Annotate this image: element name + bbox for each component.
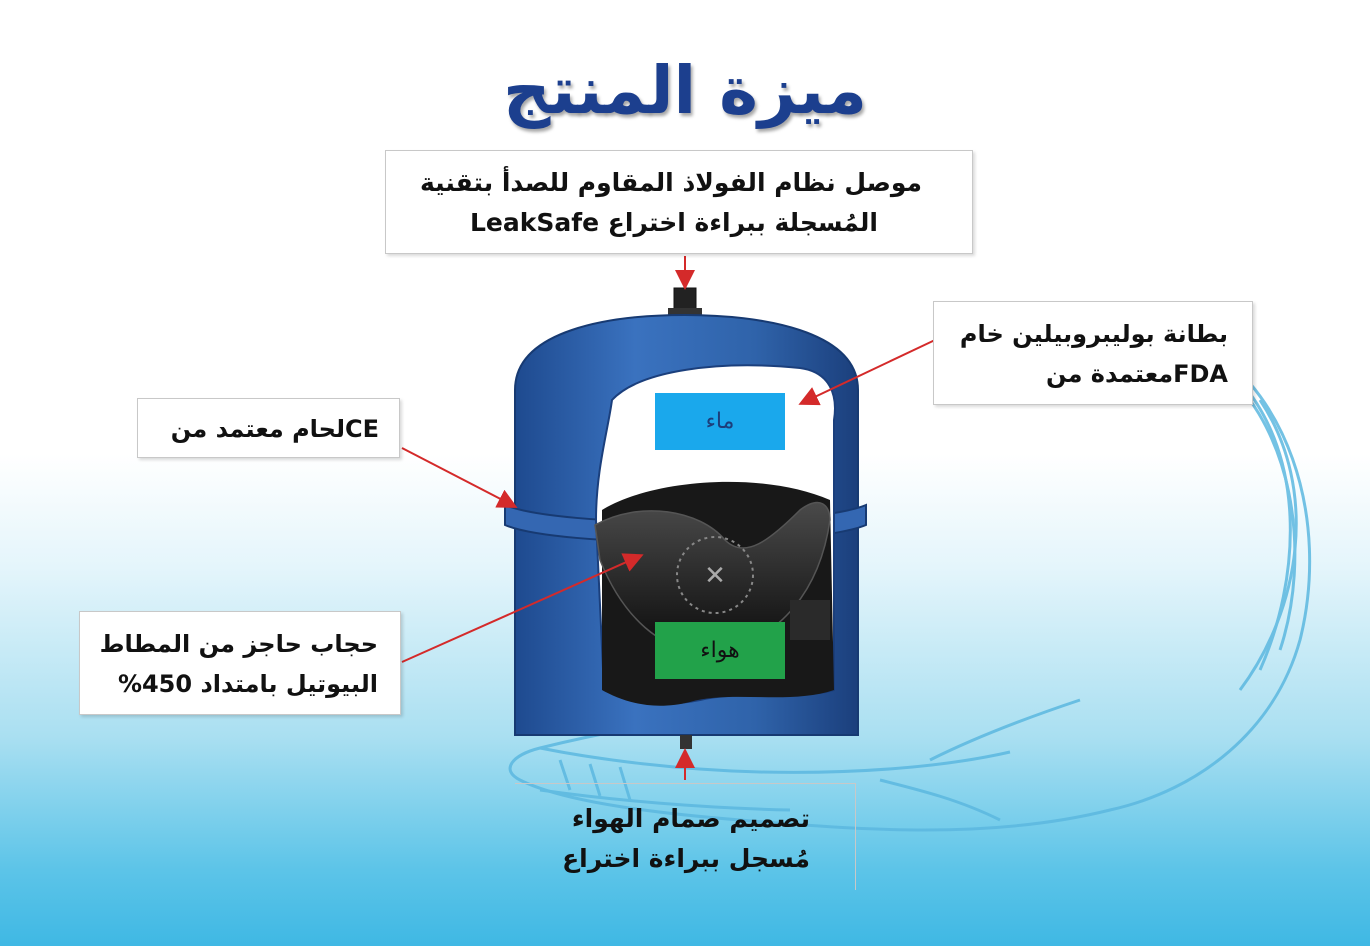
page-title: ميزة المنتج xyxy=(503,52,867,129)
callout-liner-line2: FDAمعتمدة من xyxy=(1045,360,1228,388)
callout-air-valve: تصميم صمام الهواء مُسجل ببراءة اختراع xyxy=(515,783,856,890)
callout-air-valve-line1: تصميم صمام الهواء xyxy=(571,804,810,833)
callout-diaphragm-line2: البيوتيل بامتداد 450% xyxy=(117,670,378,698)
callout-air-valve-frame xyxy=(515,783,856,890)
water-label: ماء xyxy=(655,393,785,450)
callout-connector-line2: المُسجلة ببراءة اختراع LeakSafe xyxy=(470,208,878,237)
expansion-tank: ✕ xyxy=(504,287,867,749)
air-label: هواء xyxy=(655,622,785,679)
svg-text:✕: ✕ xyxy=(704,561,726,591)
callout-connector-line1: موصل نظام الفولاذ المقاوم للصدأ بتقنية xyxy=(419,168,922,197)
arrow-left xyxy=(401,447,518,508)
callout-liner-line1: بطانة بوليبروبيلين خام xyxy=(959,320,1228,348)
callout-arrows xyxy=(401,256,936,780)
callout-diaphragm: حجاب حاجز من المطاط البيوتيل بامتداد 450… xyxy=(79,611,401,715)
callout-weld: CEلحام معتمد من xyxy=(137,398,400,458)
callout-weld-line1: CEلحام معتمد من xyxy=(170,415,379,443)
arrow-middle xyxy=(401,553,644,663)
callout-connector: موصل نظام الفولاذ المقاوم للصدأ بتقنية ا… xyxy=(385,150,973,254)
arrow-right xyxy=(798,339,936,406)
air-valve xyxy=(680,735,692,749)
callout-diaphragm-line1: حجاب حاجز من المطاط xyxy=(99,630,378,658)
callout-air-valve-line2: مُسجل ببراءة اختراع xyxy=(562,844,810,873)
callout-liner: بطانة بوليبروبيلين خام FDAمعتمدة من xyxy=(933,301,1253,405)
